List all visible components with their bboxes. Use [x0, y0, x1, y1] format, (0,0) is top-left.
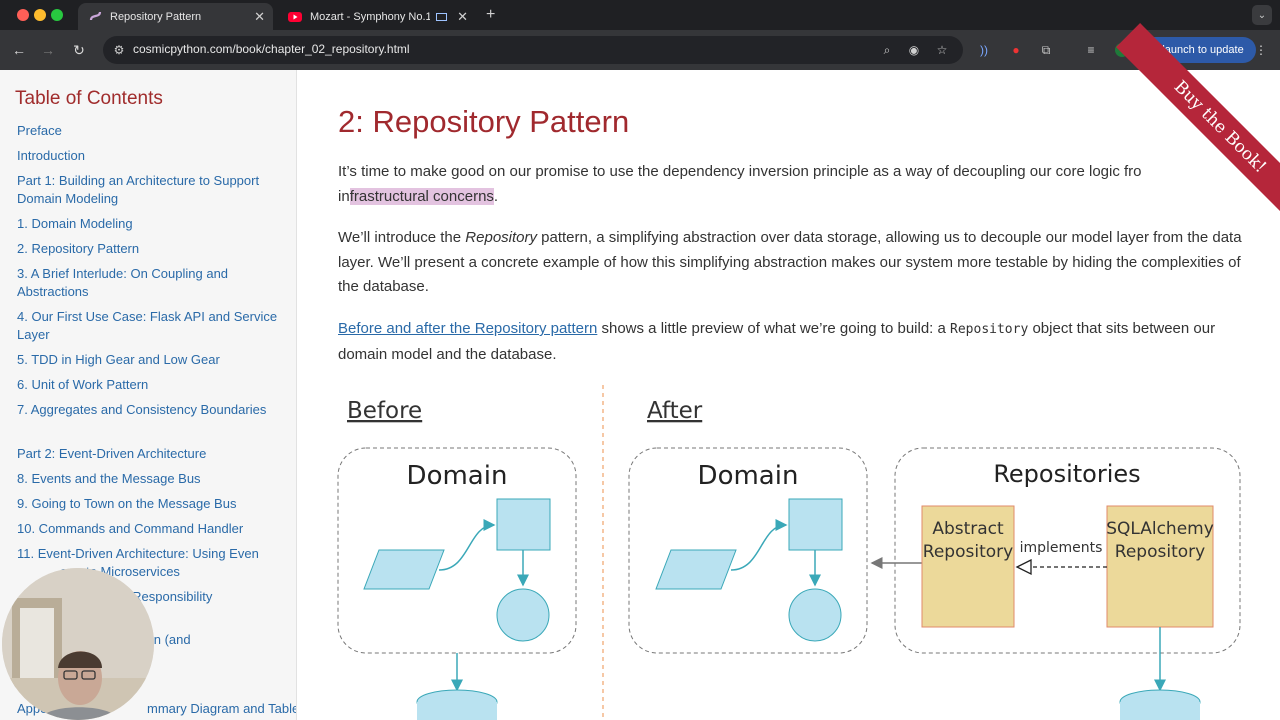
toc-item[interactable]: Preface [17, 123, 62, 138]
toc-item[interactable]: 8. Events and the Message Bus [17, 471, 201, 486]
reload-icon[interactable]: ↻ [73, 41, 85, 58]
more-menu-icon[interactable]: ⋮ [1255, 43, 1267, 57]
tab-title: Repository Pattern [110, 10, 202, 23]
sqlalchemy-repository-label: SQLAlchemy [1106, 519, 1214, 539]
toc-item[interactable]: 3. A Brief Interlude: On Coupling and Ab… [17, 266, 229, 299]
toc-item[interactable]: y Responsibility [122, 589, 213, 604]
eye-off-icon[interactable]: ◉ [908, 43, 920, 57]
toc-item[interactable]: mmary Diagram and Table [147, 701, 297, 716]
maximize-window-icon[interactable] [51, 9, 63, 21]
toc-item[interactable]: tion (and [140, 632, 191, 647]
extension-red-icon[interactable]: ● [1012, 43, 1020, 57]
snake-favicon-icon [88, 10, 102, 24]
abstract-repository-box [921, 505, 1015, 628]
back-arrow-icon[interactable]: ← [12, 42, 26, 58]
parallelogram-shape [655, 549, 737, 590]
toc-item[interactable]: 11. Event-Driven Architecture: Using Eve… [17, 546, 259, 561]
inheritance-arrowhead [1015, 558, 1032, 576]
media-queue-icon[interactable]: ≡ [1087, 43, 1095, 57]
paragraph-text: shows a little preview of what we’re goi… [597, 320, 951, 337]
toc-item[interactable]: 2. Repository Pattern [17, 241, 140, 256]
after-domain-box [628, 447, 868, 654]
before-label: Before [347, 398, 422, 424]
before-after-repository-diagram: Before After Domain Domain Repositories … [337, 385, 1241, 720]
close-window-icon[interactable] [17, 9, 29, 21]
zoom-icon[interactable]: ⌕ [883, 42, 891, 57]
paragraph-text: We’ll introduce the [338, 229, 466, 246]
new-tab-icon[interactable]: + [486, 6, 496, 23]
tab-title: Mozart - Symphony No.1( [310, 10, 430, 23]
domain-label: Domain [407, 461, 508, 491]
toc-item[interactable]: 9. Going to Town on the Message Bus [17, 496, 237, 511]
site-info-icon[interactable]: ⚙ [113, 43, 125, 57]
abstract-repository-label: Abstract [932, 519, 1004, 539]
square-shape [788, 498, 843, 551]
webcam-overlay [2, 568, 154, 720]
toc-item[interactable]: 10. Commands and Command Handler [17, 521, 244, 536]
implements-label: implements [1020, 540, 1103, 556]
emphasis-text: Repository [465, 229, 537, 246]
browser-tab-bar: Repository Pattern ✕ Mozart - Symphony N… [0, 0, 1280, 30]
figure-link[interactable]: Before and after the Repository pattern [338, 320, 598, 337]
parallelogram-shape [363, 549, 445, 590]
domain-label: Domain [698, 461, 799, 491]
close-tab-icon[interactable]: ✕ [457, 8, 468, 24]
after-label: After [647, 398, 703, 424]
tab-search-chevron-icon[interactable]: ⌄ [1252, 5, 1272, 25]
repositories-label: Repositories [993, 460, 1140, 488]
puzzle-extensions-icon[interactable]: ⧉ [1041, 42, 1051, 57]
url-text: cosmicpython.com/book/chapter_02_reposit… [133, 42, 410, 56]
arrow [438, 519, 496, 571]
intro-paragraph: It’s time to make good on our promise to… [338, 160, 1248, 209]
square-shape [496, 498, 551, 551]
tab-mozart[interactable]: Mozart - Symphony No.1( ✕ [278, 3, 476, 30]
toc-item[interactable]: 6. Unit of Work Pattern [17, 377, 149, 392]
arrow [730, 519, 788, 571]
toc-title: Table of Contents [15, 88, 163, 109]
toc-item[interactable]: 5. TDD in High Gear and Low Gear [17, 352, 220, 367]
paragraph-text: . [493, 187, 499, 205]
before-domain-box [337, 447, 577, 654]
paragraph-text: object that sits between our domain mode… [338, 320, 1216, 363]
circle-shape [788, 588, 842, 642]
database-body [1120, 702, 1200, 720]
browser-toolbar: ← → ↻ ⚙ cosmicpython.com/book/chapter_02… [0, 30, 1280, 70]
forward-arrow-icon[interactable]: → [41, 42, 55, 58]
abstract-repository-label: Repository [923, 542, 1013, 562]
address-bar[interactable]: ⚙ cosmicpython.com/book/chapter_02_repos… [103, 36, 963, 64]
close-tab-icon[interactable]: ✕ [254, 8, 265, 24]
toc-item[interactable]: Part 2: Event-Driven Architecture [17, 446, 207, 461]
database-body [417, 702, 497, 720]
highlighted-text: frastructural concerns [349, 187, 494, 205]
youtube-favicon-icon [288, 10, 302, 24]
chapter-heading: 2: Repository Pattern [338, 104, 630, 139]
cast-icon[interactable]: )) [980, 43, 988, 57]
toc-item[interactable]: 4. Our First Use Case: Flask API and Ser… [17, 309, 278, 342]
presenter-video-icon [2, 568, 154, 720]
toc-item[interactable]: Introduction [17, 148, 85, 163]
preview-paragraph: Before and after the Repository pattern … [338, 317, 1248, 367]
sqlalchemy-repository-label: Repository [1115, 542, 1205, 562]
circle-shape [496, 588, 550, 642]
repository-intro-paragraph: We’ll introduce the Repository pattern, … [338, 226, 1248, 300]
repositories-box [894, 447, 1241, 654]
paragraph-text: in [338, 187, 350, 205]
toc-item[interactable]: 1. Domain Modeling [17, 216, 133, 231]
tab-repository-pattern[interactable]: Repository Pattern ✕ [78, 3, 273, 30]
media-playing-icon [436, 12, 447, 21]
minimize-window-icon[interactable] [34, 9, 46, 21]
sqlalchemy-repository-box [1106, 505, 1214, 628]
inline-code: Repository [950, 322, 1029, 337]
toc-item[interactable]: 7. Aggregates and Consistency Boundaries [17, 402, 267, 417]
bookmark-star-icon[interactable]: ☆ [936, 43, 948, 57]
paragraph-text: pattern, a simplifying abstraction over … [338, 229, 1242, 295]
paragraph-text: It’s time to make good on our promise to… [338, 163, 1142, 180]
toc-item[interactable]: Part 1: Building an Architecture to Supp… [17, 173, 260, 206]
